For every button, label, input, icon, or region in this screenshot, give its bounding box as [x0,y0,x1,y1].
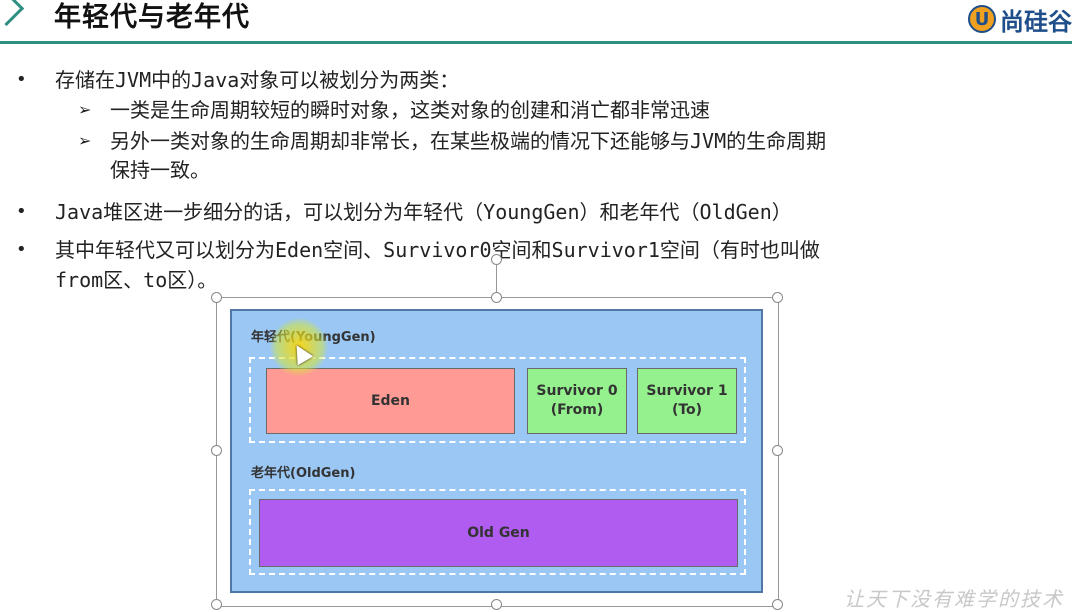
bullet-dot: • [16,239,27,260]
slide-title: 年轻代与老年代 [54,2,250,33]
bullet-dot: • [16,201,27,222]
brand-logo: U 尚硅谷 [968,2,1072,36]
resize-handle-l[interactable] [211,445,222,456]
sub-bullet-text-1: 一类是生命周期较短的瞬时对象，这类对象的创建和消亡都非常迅速 [110,98,710,122]
rotate-handle[interactable] [491,254,502,265]
resize-handle-r[interactable] [772,445,783,456]
resize-handle-t[interactable] [491,292,502,303]
slide-header: 年轻代与老年代 U 尚硅谷 [0,0,1072,44]
bullet-text-2: Java堆区进一步细分的话，可以划分为年轻代（YoungGen）和老年代（Old… [55,200,792,224]
old-gen-space-label: Old Gen [467,524,530,541]
survivor1-label: Survivor 1 [646,383,728,399]
survivor1-space: Survivor 1 (To) [637,368,737,434]
survivor0-sublabel: (From) [550,402,604,418]
survivor0-space: Survivor 0 (From) [527,368,627,434]
chevron-right-icon [0,0,25,27]
arrow-bullet-icon: ➢ [78,100,92,119]
arrow-bullet-icon: ➢ [78,131,92,150]
eden-label: Eden [370,392,411,409]
rotate-stem [496,259,497,297]
bullet-text-3b: from区、to区）。 [55,268,218,292]
bullet-text-1: 存储在JVM中的Java对象可以被划分为两类： [55,68,460,92]
old-gen-space: Old Gen [259,499,738,567]
resize-handle-tr[interactable] [772,292,783,303]
resize-handle-b[interactable] [491,599,502,610]
bullet-text-3a: 其中年轻代又可以划分为Eden空间、Survivor0空间和Survivor1空… [55,238,820,262]
cursor-highlight [270,318,328,376]
old-gen-label: 老年代(OldGen) [251,466,356,481]
sub-bullet-text-2a: 另外一类对象的生命周期却非常长，在某些极端的情况下还能够与JVM的生命周期 [110,129,827,153]
resize-handle-br[interactable] [772,599,783,610]
survivor0-label: Survivor 0 [536,383,618,399]
header-divider [0,41,1072,44]
bullet-dot: • [16,69,27,90]
resize-handle-bl[interactable] [211,599,222,610]
survivor1-sublabel: (To) [671,402,703,418]
resize-handle-tl[interactable] [211,292,222,303]
sub-bullet-text-2b: 保持一致。 [110,158,210,182]
heap-diagram[interactable]: 年轻代(YoungGen) Eden Survivor 0 (From) Sur… [230,309,763,593]
logo-text: 尚硅谷 [1000,7,1072,36]
eden-space: Eden [266,368,515,434]
old-gen-area: Old Gen [249,489,746,575]
logo-mark-icon: U [968,5,996,33]
watermark: 让天下没有难学的技术 [844,587,1064,611]
young-gen-area: Eden Survivor 0 (From) Survivor 1 (To) [249,357,746,443]
